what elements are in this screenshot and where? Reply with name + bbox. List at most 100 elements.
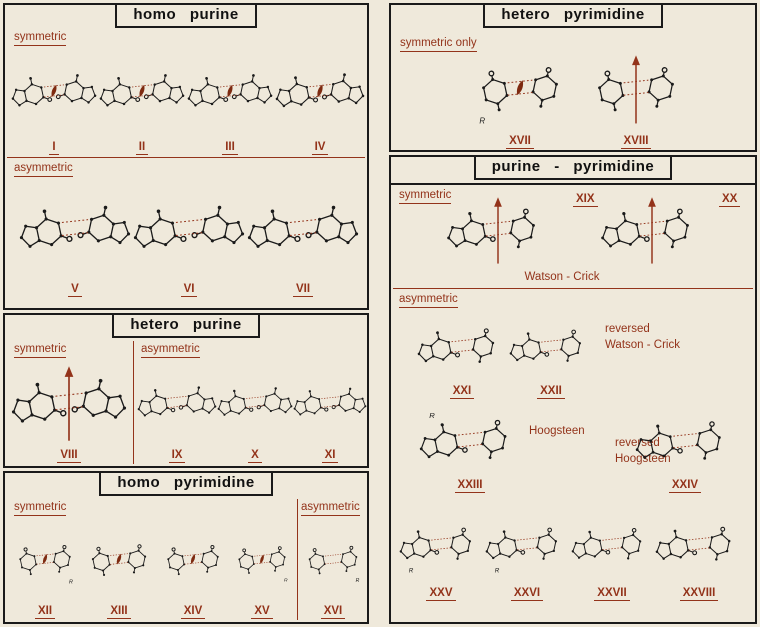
molecule-drawing: R xyxy=(299,515,367,605)
base-pair-XXVI: R XXVI xyxy=(485,503,569,601)
structure-numeral: XXIV xyxy=(668,479,702,493)
molecule-drawing: R xyxy=(9,515,81,605)
structure-numeral: I xyxy=(49,141,59,155)
molecule-drawing xyxy=(137,357,217,449)
structure-numeral: XIV xyxy=(180,605,206,619)
svg-text:R: R xyxy=(495,567,500,574)
svg-text:R: R xyxy=(356,578,360,584)
panel-title-row: homo purine xyxy=(5,5,367,28)
base-pair-X: X xyxy=(217,357,293,463)
base-pair-XXIV: XXIV xyxy=(635,405,735,493)
section-label-symmetric: symmetric xyxy=(14,31,67,46)
molecule-drawing xyxy=(509,309,593,385)
molecule-drawing xyxy=(247,175,359,283)
molecule-drawing xyxy=(293,357,367,449)
structure-numeral: XVII xyxy=(506,135,534,149)
panel-title-row: hetero pyrimidine xyxy=(391,5,755,28)
section-divider xyxy=(297,499,298,620)
molecule-drawing xyxy=(99,43,185,141)
base-pair-XX xyxy=(587,193,717,267)
base-pair-IX: IX xyxy=(137,357,217,463)
structure-numeral: VI xyxy=(180,283,198,297)
molecule-drawing: R xyxy=(399,503,483,587)
molecule-drawing xyxy=(587,193,717,267)
base-pair-XV: R XV xyxy=(229,515,295,619)
base-pair-VI: VI xyxy=(133,175,245,297)
structure-numeral: XXVII xyxy=(594,587,630,601)
structure-numeral: IV xyxy=(311,141,329,155)
section-label-symmetric-only: symmetric only xyxy=(400,37,477,52)
molecule-drawing xyxy=(583,43,689,135)
svg-text:R: R xyxy=(479,116,485,125)
structure-numeral: II xyxy=(135,141,149,155)
structure-numeral: XXI xyxy=(449,385,475,399)
structure-numeral: VII xyxy=(292,283,314,297)
structure-numeral: XIII xyxy=(107,605,131,619)
panel-title-row: homo pyrimidine xyxy=(5,473,367,496)
caption-line: reversed xyxy=(605,323,650,335)
molecule-drawing: R xyxy=(229,515,295,605)
section-label-asymmetric: asymmetric xyxy=(14,162,73,177)
structure-numeral: XI xyxy=(321,449,339,463)
base-pair-XXIII: R XXIII xyxy=(419,403,521,493)
base-pair-VIII: VIII xyxy=(11,357,127,463)
panel-hetero-pyrimidine: hetero pyrimidine symmetric only R XVII … xyxy=(389,3,757,152)
panel-hetero-purine: hetero purine symmetric asymmetric VIII … xyxy=(3,313,369,468)
section-divider xyxy=(7,157,365,158)
section-divider xyxy=(393,288,753,289)
molecule-drawing xyxy=(19,175,131,283)
section-label-symmetric: symmetric xyxy=(399,189,452,204)
base-pair-XXII: XXII xyxy=(509,309,593,399)
structure-numeral: XX xyxy=(719,193,741,207)
caption-watson-crick: Watson - Crick xyxy=(524,271,600,283)
molecule-drawing xyxy=(217,357,293,449)
molecule-drawing: R xyxy=(419,403,521,479)
base-pair-XXI: XXI xyxy=(417,309,507,399)
molecule-drawing xyxy=(11,43,97,141)
panel-homo-pyrimidine: homo pyrimidine symmetric asymmetric R X… xyxy=(3,471,369,624)
panel-title-row: hetero purine xyxy=(5,315,367,338)
panel-purine-pyrimidine: purine - pyrimidine symmetric XIX XX Wat… xyxy=(389,155,757,624)
base-pair-XVIII: XVIII xyxy=(583,43,689,149)
section-label-symmetric: symmetric xyxy=(14,343,67,358)
molecule-drawing xyxy=(635,405,735,479)
structure-numeral: XII xyxy=(34,605,56,619)
structure-numeral: XVIII xyxy=(620,135,652,149)
section-label-asymmetric: asymmetric xyxy=(399,293,458,308)
structure-numeral: XV xyxy=(251,605,273,619)
structure-numeral: IX xyxy=(168,449,186,463)
svg-text:R: R xyxy=(409,567,414,574)
structure-numeral: XXII xyxy=(537,385,565,399)
base-pair-XI: XI xyxy=(293,357,367,463)
base-pair-XIX xyxy=(427,193,569,267)
structure-numeral: XVI xyxy=(320,605,346,619)
section-label-asymmetric: asymmetric xyxy=(301,501,360,516)
base-pair-I: I xyxy=(11,43,97,155)
base-pair-XXVII: XXVII xyxy=(571,503,653,601)
base-pair-II: II xyxy=(99,43,185,155)
panel-title: homo pyrimidine xyxy=(99,473,273,496)
base-pair-XIV: XIV xyxy=(157,515,229,619)
structure-numeral: XXVI xyxy=(510,587,544,601)
caption-hoogsteen: Hoogsteen xyxy=(529,425,585,437)
base-pair-XXVIII: XXVIII xyxy=(655,503,743,601)
molecule-drawing: R xyxy=(467,43,573,135)
structure-numeral: XXV xyxy=(426,587,456,601)
panel-title-row: purine - pyrimidine xyxy=(391,157,755,180)
molecule-drawing xyxy=(11,357,127,449)
molecule-drawing xyxy=(133,175,245,283)
panel-homo-purine: homo purine symmetric I II III IV asymme… xyxy=(3,3,369,310)
section-label-asymmetric: asymmetric xyxy=(141,343,200,358)
structure-numeral: XXIII xyxy=(454,479,486,493)
base-pair-XVII: R XVII xyxy=(467,43,573,149)
base-pair-XXV: R XXV xyxy=(399,503,483,601)
molecule-drawing xyxy=(427,193,569,267)
base-pair-III: III xyxy=(187,43,273,155)
caption-reversed-watson-crick: reversed Watson - Crick xyxy=(605,321,680,353)
structure-numeral: III xyxy=(222,141,238,155)
molecule-drawing xyxy=(275,43,365,141)
structure-numeral: V xyxy=(68,283,82,297)
svg-text:R: R xyxy=(69,579,73,585)
section-label-symmetric: symmetric xyxy=(14,501,67,516)
